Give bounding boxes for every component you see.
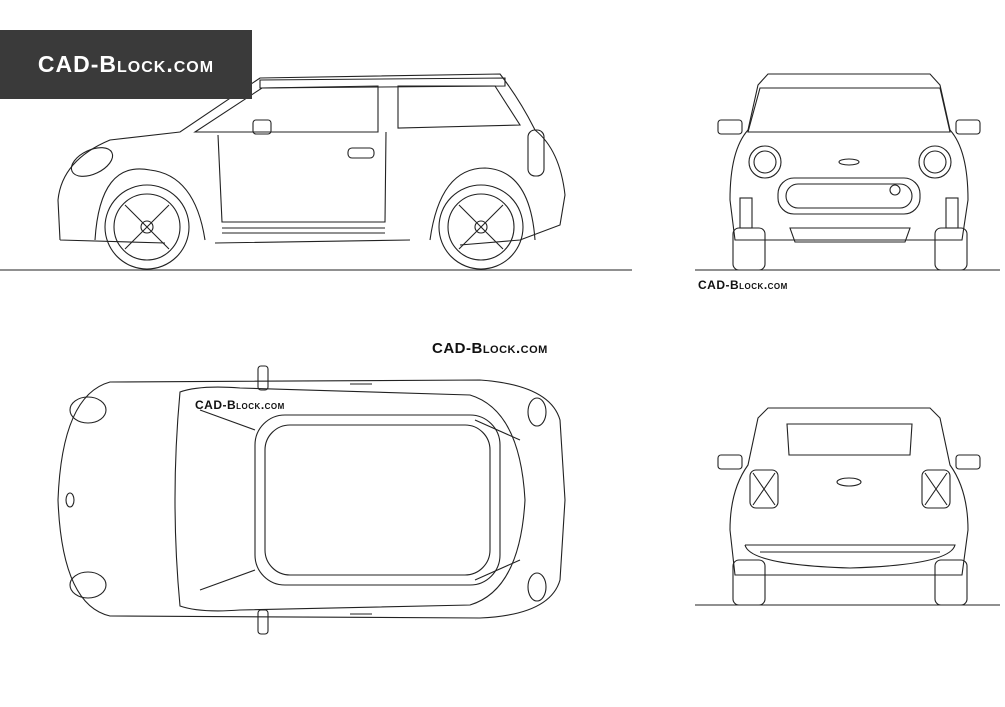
top-view <box>57 365 566 635</box>
watermark-top-right: CAD-Block.com <box>432 340 548 357</box>
watermark-top-view: CAD-Block.com <box>195 398 285 412</box>
front-view <box>695 73 1000 271</box>
rear-view <box>695 407 1000 606</box>
cad-block-logo-banner: CAD-Block.com <box>0 30 252 99</box>
side-view <box>0 73 632 271</box>
watermark-front-view: CAD-Block.com <box>698 278 788 292</box>
